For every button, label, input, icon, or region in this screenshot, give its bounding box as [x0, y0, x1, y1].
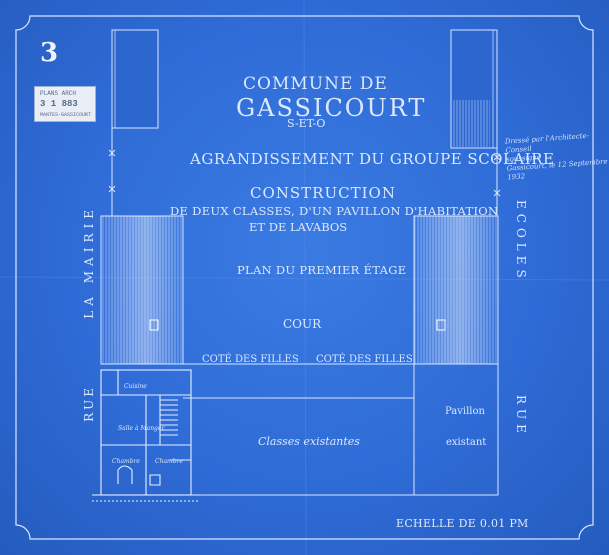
title-project: AGRANDISSEMENT DU GROUPE SCOLAIRE	[190, 150, 555, 168]
street-label-rue-left: RUE	[82, 385, 96, 422]
plan-title: PLAN DU PREMIER ÉTAGE	[237, 263, 407, 277]
courtyard-label: COUR	[283, 317, 322, 331]
building-top-left	[111, 29, 159, 129]
title-description-2: ET DE LAVABOS	[249, 220, 348, 234]
sheet-border	[15, 15, 594, 540]
room-label-chambre-left: Chambre	[112, 458, 140, 465]
stamp-line-2: 3 1 883	[40, 99, 78, 109]
title-construction: CONSTRUCTION	[250, 184, 396, 202]
room-label-salle-a-manger: Salle à Manger	[118, 425, 165, 432]
building-hatch	[452, 100, 490, 147]
wall-markers	[108, 149, 501, 197]
right-wing-window	[436, 319, 446, 331]
archive-stamp: PLANS ARCH 3 1 883 MANTES-GASSICOURT	[34, 86, 96, 122]
existing-classes-label: Classes existantes	[258, 435, 360, 448]
street-label-ecoles: ECOLES	[514, 200, 528, 283]
title-description-1: DE DEUX CLASSES, D'UN PAVILLON D'HABITAT…	[170, 204, 499, 218]
pavilion-outline	[413, 363, 499, 496]
pavilion-label: Pavillon	[445, 406, 485, 417]
title-town: GASSICOURT	[236, 94, 427, 122]
girls-side-label-left: COTÉ DES FILLES	[202, 354, 299, 365]
first-floor-plan	[92, 369, 200, 502]
room-label-cuisine: Cuisine	[124, 383, 147, 390]
left-wing-window	[149, 319, 159, 331]
pavilion-existing-label: existant	[446, 437, 487, 448]
girls-side-label-right: COTÉ DES FILLES	[316, 354, 413, 365]
sheet-number: 3	[40, 38, 59, 68]
stamp-line-3: MANTES-GASSICOURT	[40, 112, 92, 118]
title-department: S-ET-O	[287, 117, 326, 130]
street-label-mairie: LA MAIRIE	[82, 205, 96, 319]
left-wing-sheen	[101, 216, 183, 364]
room-label-chambre-right: Chambre	[155, 458, 183, 465]
fold-line	[303, 0, 307, 555]
architect-note: Dressé par l'Architecte-Conseil soussign…	[505, 130, 609, 182]
right-wing-sheen	[414, 216, 498, 364]
stamp-line-1: PLANS ARCH	[40, 90, 77, 97]
street-label-rue-right: RUE	[514, 395, 528, 438]
scale-label: ECHELLE DE 0.01 PM	[396, 517, 529, 530]
title-commune: COMMUNE DE	[243, 74, 388, 94]
